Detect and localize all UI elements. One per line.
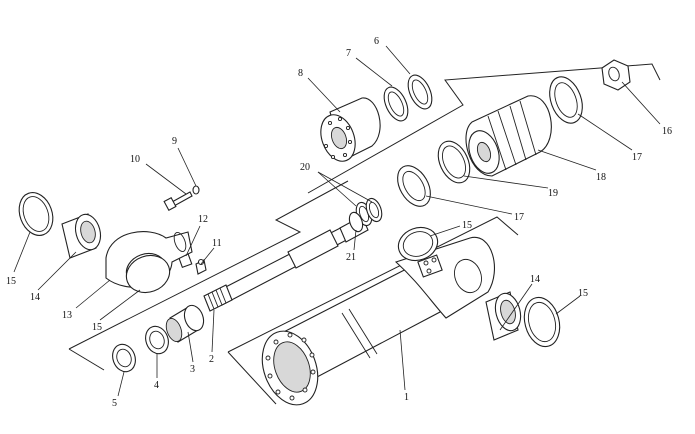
piston-seal: [437, 140, 471, 184]
frame-bottom-left: [227, 351, 277, 405]
frame-top-right: [307, 63, 661, 194]
callout-7: 7: [346, 48, 351, 59]
callout-15-right: 15: [578, 288, 588, 299]
frame-bottom: [227, 216, 519, 353]
piston-rod: [203, 215, 369, 312]
rod-seal: [145, 325, 169, 355]
callout-11: 11: [212, 238, 222, 249]
guide-ring-bottom: [397, 165, 431, 207]
callout-3: 3: [190, 364, 195, 375]
callout-8: 8: [298, 68, 303, 79]
callout-1: 1: [404, 392, 409, 403]
callout-13: 13: [62, 310, 72, 321]
callout-17-bottom: 17: [514, 212, 524, 223]
callout-labels: 1 2 3 4 5 6 7 8 9 10 11 12 13 14 14 15 1…: [6, 36, 672, 409]
callout-18: 18: [596, 172, 606, 183]
snap-ring-eye: [397, 226, 439, 262]
callout-15-rod-end: 15: [92, 322, 102, 333]
callout-19: 19: [548, 188, 558, 199]
bearing-right: [485, 291, 522, 341]
callout-5: 5: [112, 398, 117, 409]
ring-6: [407, 74, 433, 110]
piston: [465, 95, 552, 177]
backup-ring: [348, 211, 364, 233]
grease-fitting: [195, 258, 207, 275]
callout-17-top: 17: [632, 152, 642, 163]
callout-14-left: 14: [30, 292, 40, 303]
washer: [192, 185, 200, 195]
callout-9: 9: [172, 136, 177, 147]
wiper-ring: [112, 343, 136, 373]
callout-15-left: 15: [6, 276, 16, 287]
callout-20: 20: [300, 162, 310, 173]
leader-lines: [13, 45, 661, 397]
ring-7: [383, 86, 409, 122]
callout-21: 21: [346, 252, 356, 263]
barrel-bolt-holes: [265, 332, 316, 401]
callout-2: 2: [209, 354, 214, 365]
frame-lower-left: [68, 348, 105, 371]
callout-16: 16: [662, 126, 672, 137]
callout-15-eye: 15: [462, 220, 472, 231]
frame-middle: [68, 180, 349, 350]
callout-10: 10: [130, 154, 140, 165]
callout-14-right: 14: [530, 274, 540, 285]
rod-sleeve: [165, 304, 205, 343]
callout-4: 4: [154, 380, 159, 391]
bolt: [163, 191, 193, 212]
callout-6: 6: [374, 36, 379, 47]
snap-ring-right: [523, 296, 561, 348]
snap-ring-rod-end: [125, 254, 171, 294]
cylinder-head: [320, 97, 381, 162]
snap-ring-left: [18, 192, 54, 236]
bearing-left: [61, 213, 102, 259]
piston-nut: [601, 59, 631, 91]
guide-ring-top: [549, 76, 583, 124]
callout-12: 12: [198, 214, 208, 225]
